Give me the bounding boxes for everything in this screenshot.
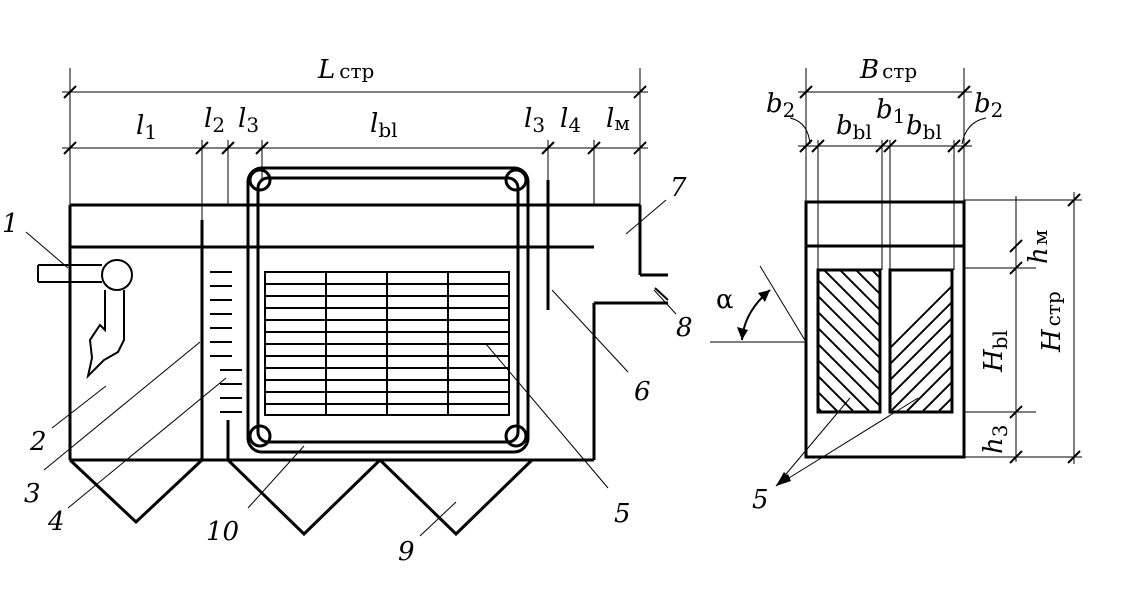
slot-marks [210, 271, 242, 413]
callout-9: 9 [398, 537, 415, 567]
dim-B-line [798, 85, 972, 99]
callout-7: 7 [670, 173, 687, 203]
callout-10: 10 [206, 517, 239, 547]
dim-l1-label: l1 [136, 111, 157, 144]
dim-b1-label: b1 [876, 95, 905, 128]
cross-callout-arrows [776, 472, 791, 486]
hatched-block-right [888, 268, 954, 414]
hatched-block-left [816, 268, 882, 414]
dim-hm-label: hм [1024, 230, 1054, 264]
b2-right-leader [961, 117, 987, 145]
dim-l2-label: l2 [204, 104, 225, 137]
dim-l3-right-label: l3 [524, 104, 545, 137]
dim-lbl-label: lbl [370, 109, 398, 142]
angle-alpha-mark [710, 265, 807, 343]
callout-1: 1 [2, 209, 19, 239]
callout-4: 4 [47, 507, 65, 537]
sludge-hoppers [68, 458, 534, 537]
dim-vertical-inner [1009, 196, 1023, 464]
b2-left-leader [789, 117, 811, 145]
angle-alpha-label: α [716, 285, 734, 315]
callout-5: 5 [614, 499, 631, 529]
inlet-pipe [37, 259, 133, 380]
dim-lm-label: lм [606, 104, 630, 135]
cross-callout-leaders [775, 397, 919, 487]
leader-lines [25, 199, 677, 537]
dim-segments-line [62, 141, 648, 155]
cross-extension-lines [805, 68, 1082, 458]
dim-bbl-left-label: bbl [836, 111, 872, 144]
cross-section-body [804, 200, 966, 459]
callout-3: 3 [24, 479, 41, 509]
dim-Hbl-label: Hbl [979, 330, 1012, 373]
dim-b-segments-line [798, 139, 972, 153]
dim-vertical-outer [1067, 192, 1081, 464]
dim-b2-right-label: b2 [974, 89, 1003, 122]
dim-L-line [62, 85, 648, 99]
dim-l4-label: l4 [560, 104, 581, 137]
extension-lines [69, 68, 641, 220]
callout-6: 6 [634, 377, 651, 407]
chain-conveyor [246, 166, 530, 454]
dim-Hstr-label: Hстр [1037, 291, 1067, 353]
dim-bbl-right-label: bbl [906, 111, 942, 144]
dim-l3-left-label: l3 [238, 104, 259, 137]
callout-8: 8 [676, 313, 693, 343]
callout-2: 2 [29, 427, 47, 457]
thin-layer-block [264, 271, 510, 416]
dim-h3-label: h3 [979, 425, 1012, 454]
callout-5-cross: 5 [752, 485, 769, 515]
dim-b2-left-label: b2 [766, 89, 795, 122]
tank-body [68, 203, 668, 462]
outlet-pipe-break [654, 287, 669, 301]
